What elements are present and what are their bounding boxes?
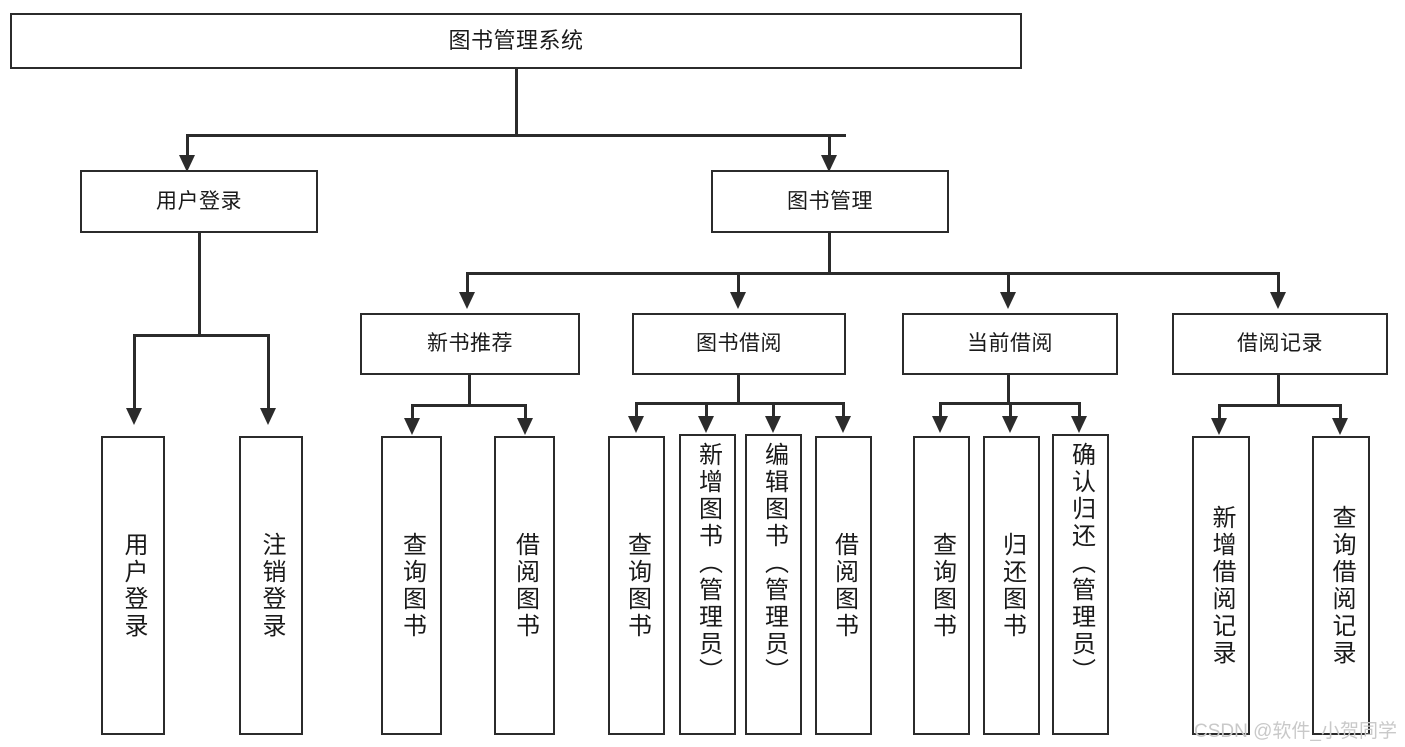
arrow-borrow-leaf1 [628,416,644,433]
watermark: CSDN @软件_小贺同学 [1194,721,1397,742]
leaf-current-return-books[interactable]: 归还图书 [983,436,1040,735]
arrow-root-to-book-mgmt [821,155,837,172]
node-label: 新增图书（管理员） [694,442,722,685]
connector-current-leaf3 [1078,402,1081,420]
node-label: 查询图书 [928,531,956,640]
node-label: 图书管理系统 [448,27,584,53]
leaf-borrow-borrow-books[interactable]: 借阅图书 [815,436,872,735]
connector-new-book-leaf2 [524,404,527,422]
arrow-user-login-leaf2 [260,408,276,425]
node-label: 借阅图书 [830,531,858,640]
node-current-borrow[interactable]: 当前借阅 [902,313,1118,375]
node-label: 用户登录 [120,531,147,640]
node-label: 查询图书 [623,531,651,640]
connector-user-login-leaf2 [267,334,270,420]
connector-root-to-user-login [186,134,189,168]
connector-current-leaf2 [1009,402,1012,420]
arrow-current-leaf1 [932,416,948,433]
node-label: 当前借阅 [967,332,1053,356]
node-label: 新增借阅记录 [1208,504,1235,667]
leaf-new-book-borrow-books[interactable]: 借阅图书 [494,436,555,735]
connector-current-leaf1 [939,402,942,420]
leaf-borrow-edit-book-admin[interactable]: 编辑图书（管理员） [745,434,802,735]
connector-borrow-leaf3 [772,402,775,420]
leaf-borrow-add-book-admin[interactable]: 新增图书（管理员） [679,434,736,735]
leaf-record-add-borrow-record[interactable]: 新增借阅记录 [1192,436,1250,735]
connector-borrow-trunk [737,375,740,405]
arrow-book-mgmt-to-new-book [459,292,475,309]
connector-root-to-book-mgmt [828,134,831,168]
connector-new-book-bus [411,404,527,407]
connector-new-book-leaf1 [411,404,414,422]
arrow-book-mgmt-to-borrow [730,292,746,309]
arrow-new-book-leaf1 [404,418,420,435]
node-book-management[interactable]: 图书管理 [711,170,949,233]
node-label: 图书管理 [787,189,873,213]
connector-record-leaf1 [1218,404,1221,422]
leaf-borrow-query-books[interactable]: 查询图书 [608,436,665,735]
arrow-borrow-leaf3 [765,416,781,433]
connector-borrow-leaf4 [842,402,845,420]
arrow-new-book-leaf2 [517,418,533,435]
leaf-current-query-books[interactable]: 查询图书 [913,436,970,735]
connector-borrow-leaf2 [705,402,708,420]
arrow-root-to-user-login [179,155,195,172]
connector-new-book-trunk [468,375,471,407]
leaf-current-confirm-return-admin[interactable]: 确认归还（管理员） [1052,434,1109,735]
leaf-record-query-borrow-record[interactable]: 查询借阅记录 [1312,436,1370,735]
arrow-user-login-leaf1 [126,408,142,425]
arrow-current-leaf3 [1071,416,1087,433]
node-borrow-record[interactable]: 借阅记录 [1172,313,1388,375]
connector-root-bus [186,134,846,137]
arrow-record-leaf2 [1332,418,1348,435]
node-book-borrow[interactable]: 图书借阅 [632,313,846,375]
node-label: 用户登录 [156,189,242,213]
connector-user-login-bus [133,334,269,337]
arrow-book-mgmt-to-record [1270,292,1286,309]
connector-user-login-leaf1 [133,334,136,420]
node-label: 编辑图书（管理员） [760,442,788,685]
node-label: 借阅图书 [511,531,539,640]
node-label: 查询借阅记录 [1328,504,1355,667]
node-label: 新书推荐 [427,332,513,356]
connector-borrow-leaf1 [635,402,638,420]
node-label: 借阅记录 [1237,332,1323,356]
node-user-login[interactable]: 用户登录 [80,170,318,233]
node-root-book-management-system[interactable]: 图书管理系统 [10,13,1022,69]
leaf-logout[interactable]: 注销登录 [239,436,303,735]
connector-user-login-trunk [198,233,201,337]
node-label: 图书借阅 [696,332,782,356]
node-new-book-recommendation[interactable]: 新书推荐 [360,313,580,375]
leaf-user-login[interactable]: 用户登录 [101,436,165,735]
connector-book-mgmt-trunk [828,233,831,275]
connector-book-mgmt-to-record [1277,272,1280,296]
connector-book-mgmt-to-borrow [737,272,740,296]
arrow-book-mgmt-to-current [1000,292,1016,309]
node-label: 确认归还（管理员） [1067,442,1095,685]
leaf-new-book-query-books[interactable]: 查询图书 [381,436,442,735]
connector-book-mgmt-to-current [1007,272,1010,296]
arrow-borrow-leaf2 [698,416,714,433]
connector-record-bus [1218,404,1342,407]
connector-current-trunk [1007,375,1010,405]
arrow-borrow-leaf4 [835,416,851,433]
node-label: 注销登录 [258,531,285,640]
arrow-record-leaf1 [1211,418,1227,435]
connector-record-leaf2 [1339,404,1342,422]
connector-book-mgmt-bus [466,272,1280,275]
node-label: 归还图书 [998,531,1026,640]
connector-borrow-bus [635,402,845,405]
arrow-current-leaf2 [1002,416,1018,433]
connector-root-trunk [515,69,518,136]
connector-book-mgmt-to-new-book [466,272,469,296]
node-label: 查询图书 [398,531,426,640]
connector-record-trunk [1277,375,1280,407]
